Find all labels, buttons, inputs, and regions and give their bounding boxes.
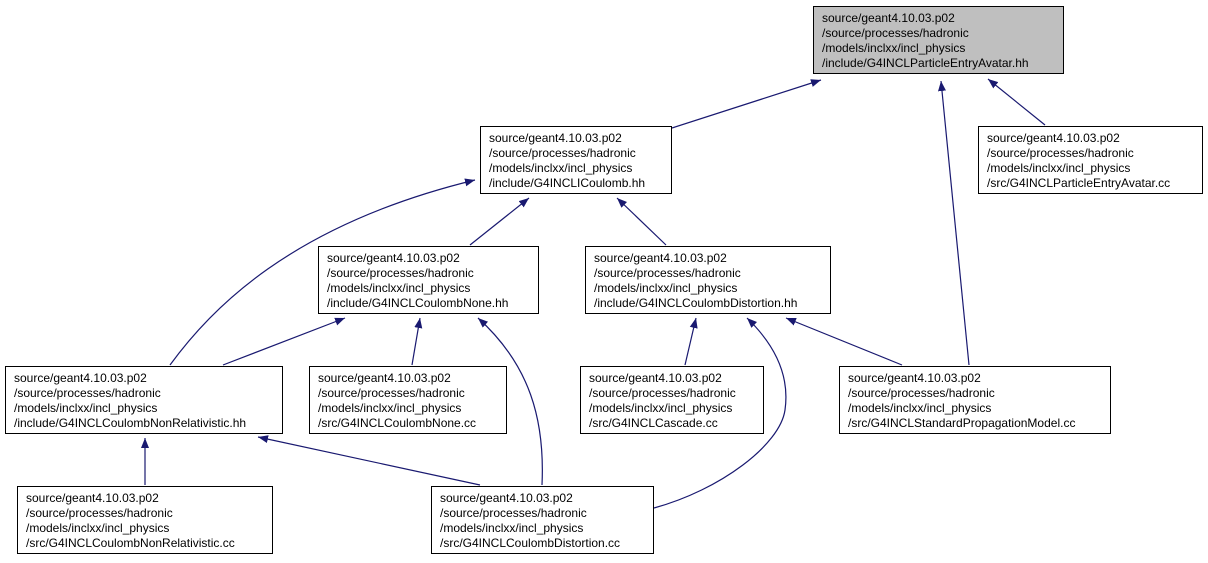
file-path-line: /src/G4INCLCoulombNone.cc: [318, 416, 476, 430]
file-node-box: [813, 6, 1064, 74]
file-path-line: /source/processes/hadronic: [440, 506, 587, 520]
file-node[interactable]: source/geant4.10.03.p02/source/processes…: [309, 366, 507, 434]
file-path-line: /src/G4INCLCoulombNonRelativistic.cc: [26, 536, 235, 550]
file-path-line: source/geant4.10.03.p02: [822, 11, 955, 25]
file-node-box: [318, 246, 539, 314]
file-node[interactable]: source/geant4.10.03.p02/source/processes…: [585, 246, 831, 314]
file-path-line: /src/G4INCLStandardPropagationModel.cc: [848, 416, 1075, 430]
file-node[interactable]: source/geant4.10.03.p02/source/processes…: [839, 366, 1111, 434]
file-path-line: /include/G4INCLCoulombNonRelativistic.hh: [14, 416, 246, 430]
dependency-edge-n5-to-n1: [169, 178, 476, 366]
file-path-line: /source/processes/hadronic: [987, 146, 1134, 160]
file-path-line: /include/G4INCLCoulombDistortion.hh: [594, 296, 797, 310]
file-path-line: source/geant4.10.03.p02: [14, 371, 147, 385]
file-path-line: /models/inclxx/incl_physics: [987, 161, 1130, 175]
dependency-edge-n8-to-n0: [938, 80, 970, 366]
file-path-line: /models/inclxx/incl_physics: [14, 401, 157, 415]
file-path-line: /source/processes/hadronic: [822, 26, 969, 40]
file-path-line: /include/G4INCLICoulomb.hh: [489, 176, 645, 190]
dependency-edge-n3-to-n1: [469, 197, 530, 246]
file-path-line: source/geant4.10.03.p02: [327, 251, 460, 265]
file-path-line: /src/G4INCLCascade.cc: [589, 416, 718, 430]
file-path-line: source/geant4.10.03.p02: [318, 371, 451, 385]
file-path-line: /include/G4INCLParticleEntryAvatar.hh: [822, 56, 1029, 70]
file-path-line: /models/inclxx/incl_physics: [26, 521, 169, 535]
file-node-box: [580, 366, 764, 434]
dependency-edge-n2-to-n0: [987, 78, 1046, 126]
file-node[interactable]: source/geant4.10.03.p02/source/processes…: [318, 246, 539, 314]
dependency-edge-n10-to-n3: [477, 317, 543, 486]
dependency-edge-n5-to-n3: [222, 317, 346, 366]
file-path-line: /source/processes/hadronic: [14, 386, 161, 400]
file-node[interactable]: source/geant4.10.03.p02/source/processes…: [17, 486, 273, 554]
dependency-edge-n10-to-n4: [653, 317, 787, 509]
file-path-line: source/geant4.10.03.p02: [26, 491, 159, 505]
file-path-line: /source/processes/hadronic: [848, 386, 995, 400]
file-node[interactable]: source/geant4.10.03.p02/source/processes…: [978, 126, 1203, 194]
file-node[interactable]: source/geant4.10.03.p02/source/processes…: [5, 366, 283, 434]
file-path-line: /models/inclxx/incl_physics: [318, 401, 461, 415]
file-path-line: /models/inclxx/incl_physics: [848, 401, 991, 415]
dependency-edge-n1-to-n0: [671, 79, 822, 129]
dependency-edge-n4-to-n1: [616, 197, 667, 246]
file-node-box: [480, 126, 672, 194]
file-path-line: /models/inclxx/incl_physics: [489, 161, 632, 175]
file-path-line: /src/G4INCLParticleEntryAvatar.cc: [987, 176, 1170, 190]
file-path-line: /models/inclxx/incl_physics: [589, 401, 732, 415]
dependency-edge-n8-to-n4: [785, 317, 903, 366]
file-path-line: /include/G4INCLCoulombNone.hh: [327, 296, 508, 310]
file-path-line: /models/inclxx/incl_physics: [440, 521, 583, 535]
file-node-box: [5, 366, 283, 434]
file-node-box: [978, 126, 1203, 194]
dependency-edge-n6-to-n3: [411, 317, 423, 366]
file-path-line: /models/inclxx/incl_physics: [822, 41, 965, 55]
file-node-box: [585, 246, 831, 314]
file-node-box: [309, 366, 507, 434]
file-path-line: source/geant4.10.03.p02: [848, 371, 981, 385]
file-path-line: /models/inclxx/incl_physics: [327, 281, 470, 295]
file-path-line: source/geant4.10.03.p02: [987, 131, 1120, 145]
file-node[interactable]: source/geant4.10.03.p02/source/processes…: [431, 486, 654, 554]
file-node-box: [839, 366, 1111, 434]
file-node-box: [17, 486, 273, 554]
file-path-line: /source/processes/hadronic: [318, 386, 465, 400]
file-path-line: source/geant4.10.03.p02: [440, 491, 573, 505]
file-path-line: /source/processes/hadronic: [327, 266, 474, 280]
file-path-line: /models/inclxx/incl_physics: [594, 281, 737, 295]
file-path-line: /source/processes/hadronic: [594, 266, 741, 280]
file-path-line: /source/processes/hadronic: [589, 386, 736, 400]
file-node[interactable]: source/geant4.10.03.p02/source/processes…: [480, 126, 672, 194]
file-node[interactable]: source/geant4.10.03.p02/source/processes…: [580, 366, 764, 434]
dependency-edge-n7-to-n4: [684, 317, 698, 366]
dependency-edge-n10-to-n5: [257, 435, 481, 486]
file-path-line: /source/processes/hadronic: [26, 506, 173, 520]
file-path-line: source/geant4.10.03.p02: [594, 251, 727, 265]
file-path-line: source/geant4.10.03.p02: [589, 371, 722, 385]
root-file-node: source/geant4.10.03.p02/source/processes…: [813, 6, 1064, 74]
file-path-line: source/geant4.10.03.p02: [489, 131, 622, 145]
file-path-line: /source/processes/hadronic: [489, 146, 636, 160]
file-path-line: /src/G4INCLCoulombDistortion.cc: [440, 536, 620, 550]
file-node-box: [431, 486, 654, 554]
